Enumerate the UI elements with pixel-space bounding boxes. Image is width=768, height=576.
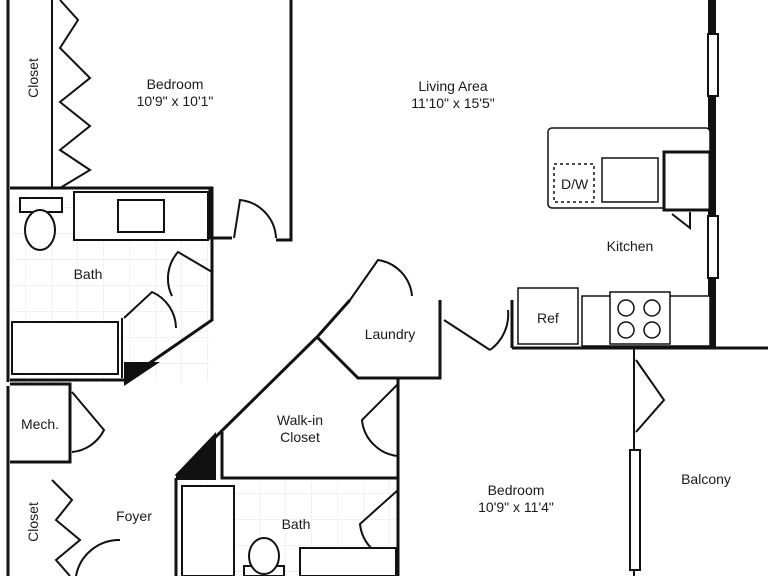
bath2-tub [181, 485, 235, 576]
bath1-tub [11, 321, 119, 375]
wall-block-walkin [176, 432, 216, 480]
burner-2 [643, 299, 661, 317]
balcony-door-swing [635, 359, 666, 433]
bath1-sink [117, 199, 165, 233]
kitchen-label: Kitchen [606, 238, 654, 254]
bath2-vanity [299, 547, 397, 576]
bath1-toilet-bowl [24, 209, 56, 251]
laundry-door-swing [349, 258, 413, 301]
bedroom2-name: Bedroom [487, 482, 545, 498]
bath2-label: Bath [281, 516, 311, 532]
burner-3 [617, 321, 635, 339]
foyer-door-swing [75, 538, 121, 576]
bath1-closet-door-swing [123, 290, 177, 329]
bedroom1-label: Bedroom 10'9" x 10'1" [110, 76, 240, 110]
dishwasher-box [553, 163, 595, 203]
bath1-walls [10, 186, 214, 382]
closet2-label: Closet [25, 502, 41, 542]
refrigerator-label: Ref [537, 310, 559, 326]
bath2-toilet-bowl [248, 537, 280, 575]
kitchen-sink [601, 157, 659, 203]
foyer-label: Foyer [116, 508, 152, 524]
stove [609, 291, 671, 345]
kitchen-pantry-door [671, 212, 691, 231]
burner-1 [617, 299, 635, 317]
bedroom1-door-swing [233, 198, 277, 239]
wall-block-bath1 [124, 362, 160, 386]
refrigerator-box [517, 287, 579, 345]
bath1-label: Bath [73, 266, 103, 282]
bedroom1-right-wall [276, 0, 293, 242]
balcony-door-glass [629, 449, 641, 571]
walkin-line1: Walk-in [276, 412, 324, 428]
walkin-door-swing [360, 383, 399, 457]
mech-door-swing [71, 391, 106, 453]
bedroom1-size: 10'9" x 10'1" [136, 93, 214, 109]
pantry-box [662, 150, 712, 212]
walkin-closet-label: Walk-in Closet [258, 412, 342, 446]
closet1-folding-door [58, 0, 92, 189]
bedroom2-label: Bedroom 10'9" x 11'4" [446, 482, 586, 516]
bedroom2-size: 10'9" x 11'4" [478, 499, 554, 515]
laundry-label: Laundry [364, 326, 416, 342]
closet1-label: Closet [25, 58, 41, 98]
balcony-label: Balcony [681, 471, 731, 487]
living-area-label: Living Area 11'10" x 15'5" [388, 78, 518, 112]
window-upper [707, 33, 719, 97]
walkin-line2: Closet [280, 429, 320, 445]
dishwasher-label: D/W [561, 176, 589, 192]
burner-4 [643, 321, 661, 339]
mech-label: Mech. [20, 416, 60, 432]
bedroom1-name: Bedroom [146, 76, 204, 92]
mech-room-walls [10, 382, 72, 464]
bath1-door-swing [167, 250, 213, 297]
living-area-name: Living Area [418, 78, 488, 94]
kitchen-door-swing [443, 309, 510, 351]
closet2-folding-door [51, 479, 82, 576]
window-lower [707, 215, 719, 279]
living-area-size: 11'10" x 15'5" [411, 95, 495, 111]
